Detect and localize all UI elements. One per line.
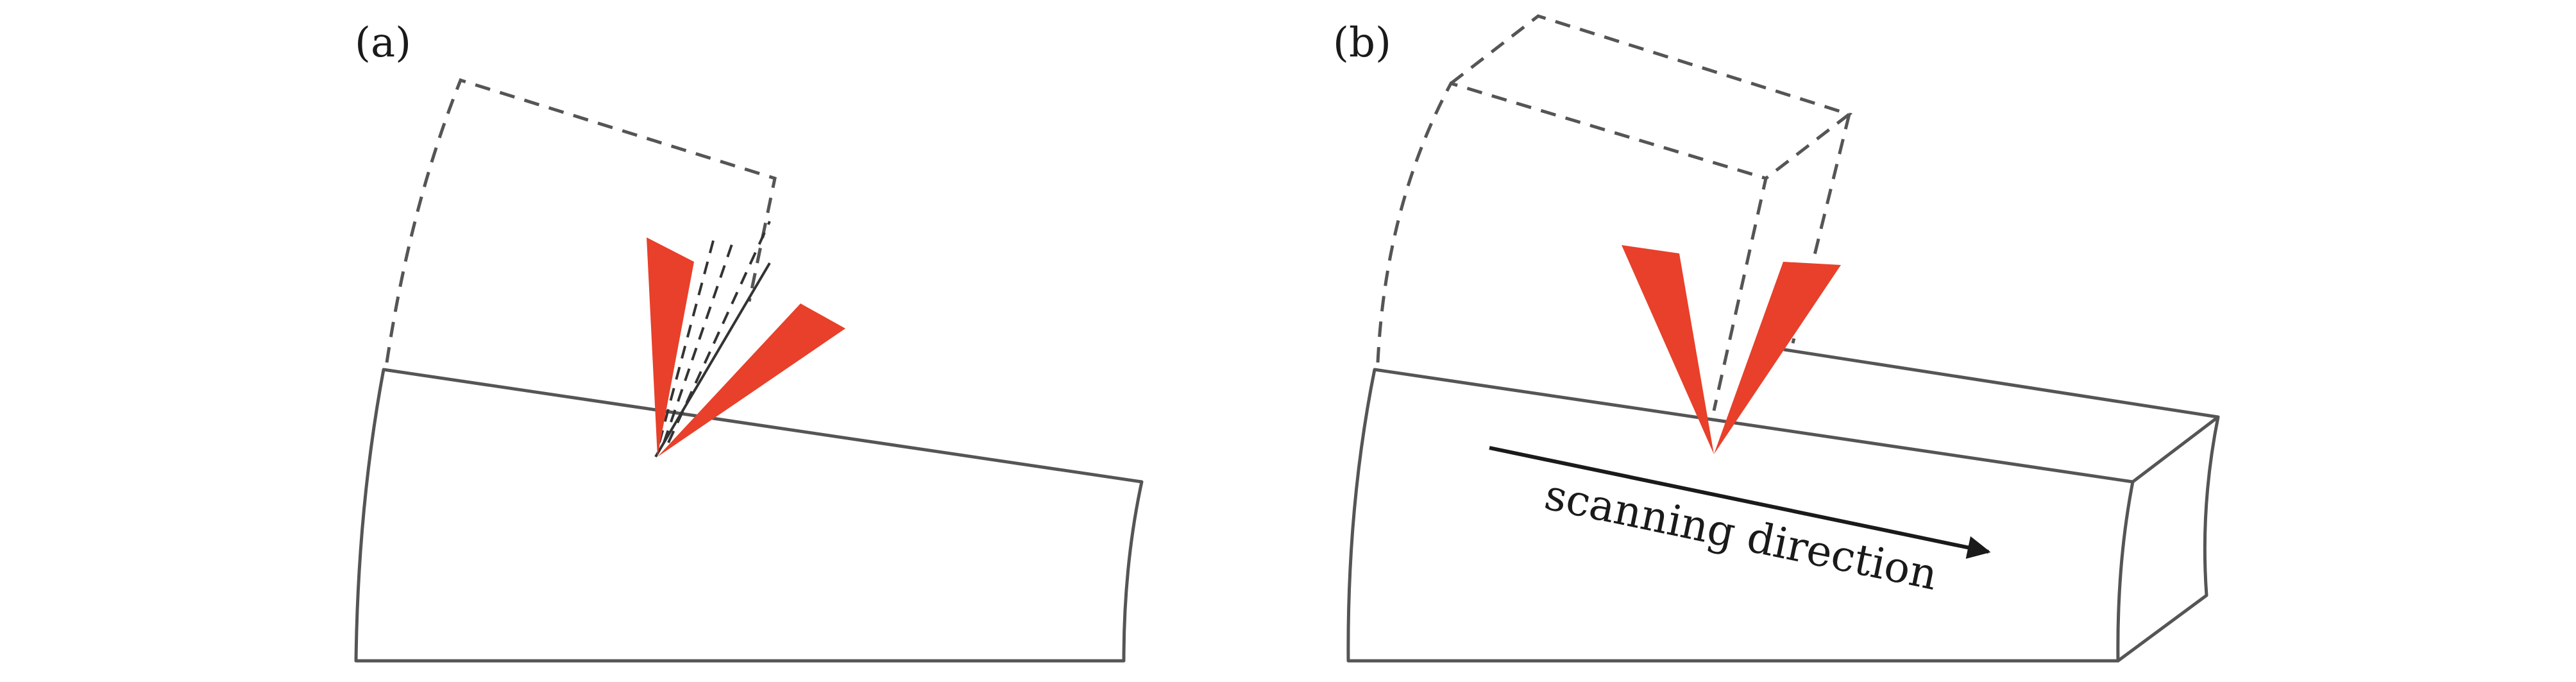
panel-a: (a) (354, 19, 1144, 663)
panel-b-front-face (1346, 368, 2135, 663)
panel-a-deposit-outline (385, 78, 777, 363)
panel-a-laser-beam-1 (647, 237, 694, 457)
panel-a-label: (a) (355, 19, 411, 67)
panel-a-guide-dash-2 (663, 240, 734, 443)
panel-a-guide-line (654, 262, 771, 458)
panel-b: (b) scanning direction (1333, 14, 2220, 663)
panel-b-deposit-top (1450, 14, 1853, 180)
panel-a-guide-dash-3 (667, 221, 771, 443)
panel-b-side-face (2116, 415, 2220, 663)
panel-b-laser-beam-1 (1622, 245, 1714, 454)
scanning-direction-label: scanning direction (1541, 470, 1942, 600)
panel-b-deposit-front (1376, 81, 1768, 411)
panel-a-workpiece (354, 368, 1144, 663)
scanning-direction-arrow (1489, 446, 1991, 559)
panel-b-deposit-side (1791, 114, 1851, 344)
panel-b-label: (b) (1333, 19, 1391, 67)
panel-a-laser-beam-2 (657, 303, 845, 457)
panel-b-laser-beam-2 (1714, 262, 1841, 454)
